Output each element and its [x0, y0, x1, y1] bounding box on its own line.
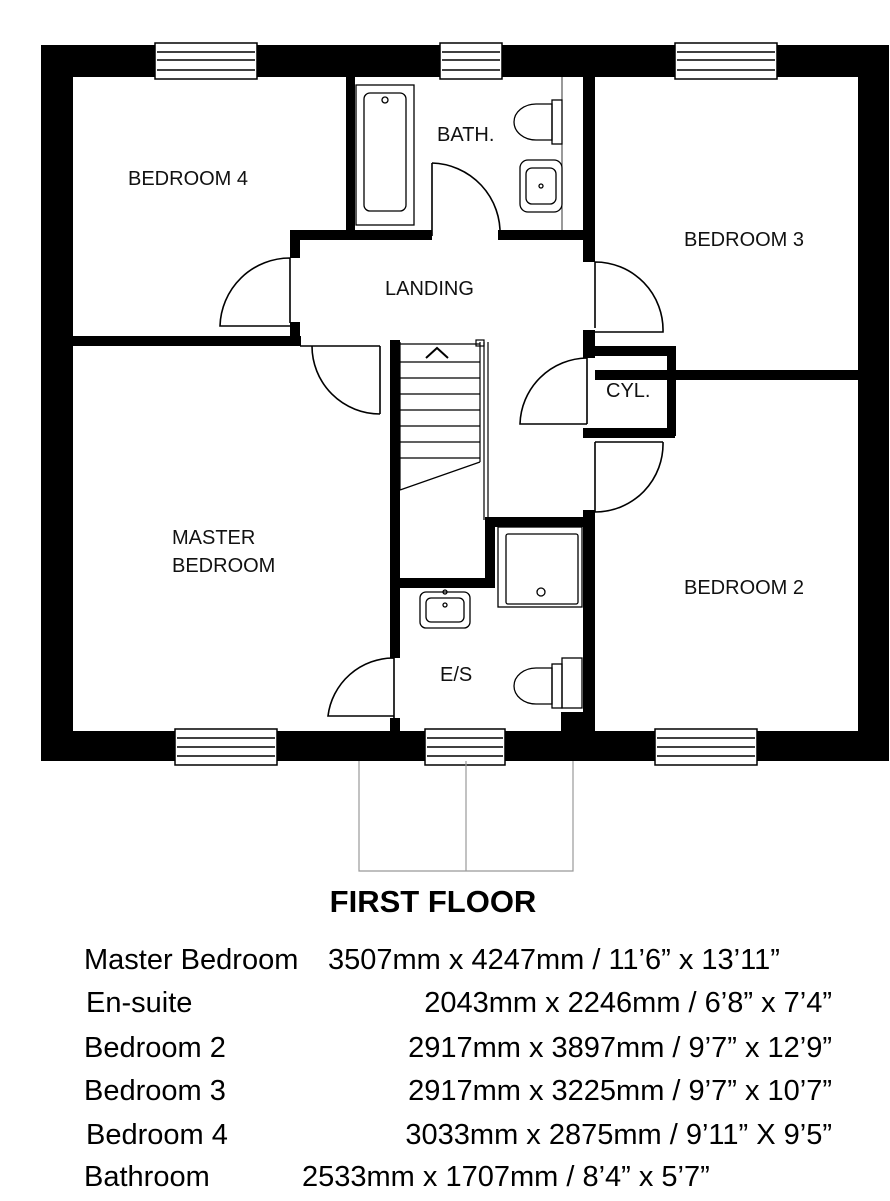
dimension-room-name: Bedroom 3	[84, 1075, 226, 1107]
label-bath: BATH.	[437, 124, 494, 146]
ensuite-basin-icon	[419, 589, 471, 629]
door-bedroom4	[219, 257, 291, 327]
floor-title: FIRST FLOOR	[329, 884, 537, 919]
ensuite-toilet-icon	[513, 657, 583, 709]
internal-walls	[73, 77, 858, 732]
window-bedroom3	[674, 42, 778, 80]
dimension-row-bathroom: Bathroom 2533mm x 1707mm / 8’4” x 5’7”	[0, 1161, 890, 1201]
dimension-size: 2533mm x 1707mm / 8’4” x 5’7”	[302, 1161, 710, 1193]
door-master	[300, 345, 381, 415]
dimension-row-bedroom4: Bedroom 4 3033mm x 2875mm / 9’11” X 9’5”	[0, 1119, 890, 1159]
label-landing: LANDING	[385, 278, 474, 300]
dimension-room-name: En-suite	[86, 987, 193, 1019]
basin-icon	[519, 159, 563, 213]
label-master-line2: BEDROOM	[172, 555, 275, 577]
dimension-row-bedroom3: Bedroom 3 2917mm x 3225mm / 9’7” x 10’7”	[0, 1075, 890, 1115]
fixtures	[355, 77, 583, 709]
dimension-row-master: Master Bedroom 3507mm x 4247mm / 11’6” x…	[0, 944, 890, 984]
outer-walls	[41, 45, 889, 761]
door-bathroom	[431, 162, 501, 237]
dimension-room-name: Bedroom 2	[84, 1032, 226, 1064]
dimension-size: 2043mm x 2246mm / 6’8” x 7’4”	[424, 987, 832, 1019]
window-bath	[439, 42, 503, 80]
label-bedroom2: BEDROOM 2	[684, 577, 804, 599]
door-bedroom3	[594, 261, 664, 333]
windows	[154, 42, 778, 766]
floor-plan: BEDROOM 4 BATH. BEDROOM 3 LANDING CYL. M…	[41, 42, 889, 872]
shower-tray-icon	[497, 526, 583, 608]
door-cylinder	[519, 357, 588, 425]
label-master-line1: MASTER	[172, 527, 255, 549]
dimension-room-name: Bathroom	[84, 1161, 210, 1193]
window-bedroom2	[654, 728, 758, 766]
dimension-size: 3033mm x 2875mm / 9’11” X 9’5”	[405, 1119, 832, 1151]
dimension-size: 2917mm x 3897mm / 9’7” x 12’9”	[408, 1032, 832, 1064]
window-master	[174, 728, 278, 766]
label-cylinder: CYL.	[606, 380, 650, 402]
dimension-row-ensuite: En-suite 2043mm x 2246mm / 6’8” x 7’4”	[0, 987, 890, 1027]
dimension-room-name: Bedroom 4	[86, 1119, 228, 1151]
window-bedroom4	[154, 42, 258, 80]
staircase	[399, 339, 489, 520]
dimension-size: 2917mm x 3225mm / 9’7” x 10’7”	[408, 1075, 832, 1107]
window-ensuite	[424, 728, 506, 766]
label-bedroom4: BEDROOM 4	[128, 168, 248, 190]
doors	[219, 162, 664, 720]
bath-tub-icon	[355, 84, 415, 226]
dimension-room-name: Master Bedroom	[84, 944, 299, 976]
label-bedroom3: BEDROOM 3	[684, 229, 804, 251]
patio-outline	[358, 761, 574, 872]
door-bedroom2	[594, 441, 664, 513]
dimension-row-bedroom2: Bedroom 2 2917mm x 3897mm / 9’7” x 12’9”	[0, 1032, 890, 1072]
stair-arrow-icon	[425, 346, 449, 359]
label-ensuite: E/S	[440, 664, 472, 686]
door-ensuite	[327, 657, 395, 720]
toilet-icon	[513, 99, 563, 145]
dimension-size: 3507mm x 4247mm / 11’6” x 13’11”	[328, 944, 780, 976]
